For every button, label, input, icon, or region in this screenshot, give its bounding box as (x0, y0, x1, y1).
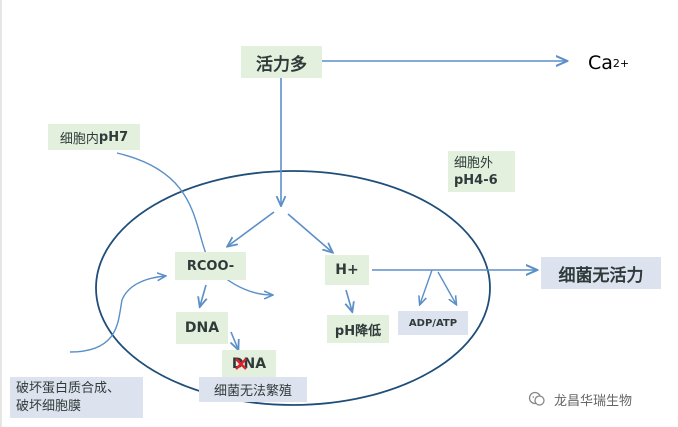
node-inactive: 细菌无活力 (541, 257, 661, 289)
node-active: 活力多 (241, 46, 322, 78)
ca-base: Ca (588, 52, 613, 74)
dna-2-label: DNA (231, 355, 267, 372)
node-ph-drop: pH降低 (327, 315, 389, 343)
left-edge (0, 0, 2, 427)
arrow-damage-curve (69, 276, 165, 353)
node-dna-1: DNA (176, 312, 228, 344)
arrow-split-right (287, 213, 332, 252)
wechat-icon (528, 391, 545, 406)
arrow-split-left (228, 211, 275, 246)
node-damage: 破坏蛋白质合成、 破坏细胞膜 (10, 377, 143, 418)
arrow-rcoo-to-dna (200, 284, 206, 306)
watermark-text: 龙昌华瑞生物 (554, 393, 633, 409)
outer-ph-line1: 细胞外 (454, 155, 494, 171)
arrow-h-to-ph (346, 289, 352, 311)
arrow-to-adp-1 (420, 269, 433, 304)
cross-icon (235, 358, 247, 370)
node-rcoo: RCOO- (175, 252, 246, 280)
node-no-breed: 细菌无法繁殖 (199, 377, 307, 402)
arrow-dna-to-dna (231, 331, 238, 349)
arrow-to-adp-2 (437, 271, 456, 304)
outer-ph-line2: pH4-6 (454, 172, 498, 188)
watermark: 龙昌华瑞生物 (528, 388, 668, 410)
inner-ph-value: pH7 (98, 129, 129, 145)
damage-line1: 破坏蛋白质合成、 (16, 380, 121, 396)
node-adp-atp: ADP/ATP (398, 311, 468, 335)
cell-outline (95, 170, 491, 406)
node-hplus: H+ (325, 255, 369, 285)
node-outer-ph: 细胞外 pH4-6 (448, 151, 515, 192)
node-dna-2: DNA (222, 350, 276, 377)
inner-ph-prefix: 细胞内 (59, 131, 99, 147)
ca-sup: 2+ (612, 56, 630, 70)
damage-line2: 破坏细胞膜 (16, 398, 82, 414)
